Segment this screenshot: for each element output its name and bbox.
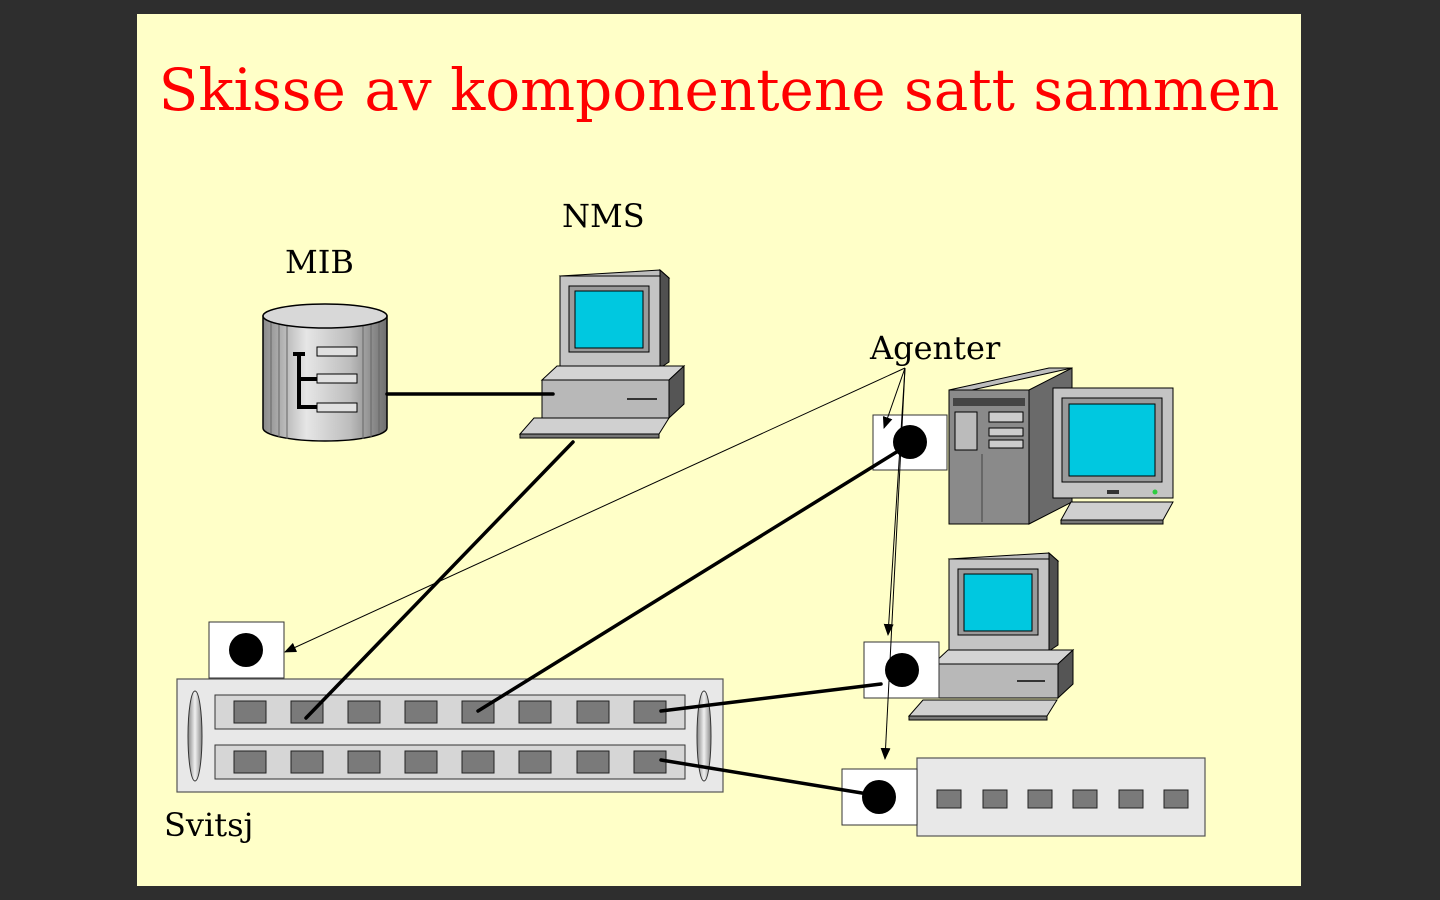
server-computer-icon — [948, 367, 1174, 525]
agent-arrows — [284, 367, 906, 760]
switch-agent-icon — [208, 621, 285, 679]
hub-icon — [916, 757, 1206, 837]
arrow-to-desktop-agent — [883, 367, 906, 636]
desktop-switch-cable — [659, 682, 883, 713]
nms-label: NMS — [562, 197, 645, 235]
mib-label: MIB — [285, 243, 354, 281]
arrow-to-hub-agent — [880, 367, 906, 760]
hub-switch-cable — [659, 758, 870, 796]
desktop-agent-icon — [863, 641, 940, 699]
network-diagram: MIB NMS Agenter Svitsj — [164, 197, 1206, 844]
cables — [304, 392, 905, 796]
hub-agent-icon — [841, 768, 918, 826]
slide-title: Skisse av komponentene satt sammen — [158, 56, 1280, 124]
server-switch-cable — [476, 446, 905, 713]
network-switch-icon — [176, 678, 724, 793]
mib-database-icon — [262, 303, 388, 442]
nms-switch-cable — [304, 440, 575, 720]
agents-label: Agenter — [869, 329, 1001, 367]
desktop-computer-icon — [907, 551, 1075, 721]
arrow-to-server-agent — [882, 367, 906, 429]
switch-label: Svitsj — [164, 806, 253, 844]
slide: Skisse av komponentene satt sammen MIB N… — [137, 14, 1301, 886]
arrow-to-switch-agent — [284, 367, 906, 653]
nms-computer-icon — [518, 268, 686, 439]
